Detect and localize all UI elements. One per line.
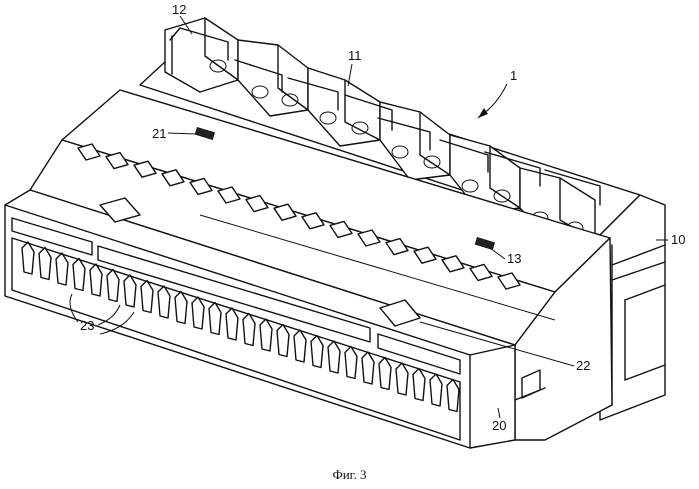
label-20: 20	[492, 418, 506, 433]
figure-caption: Фиг. 3	[0, 467, 699, 483]
label-21: 21	[152, 126, 166, 141]
label-12: 12	[172, 2, 186, 17]
label-23: 23	[80, 318, 94, 333]
label-1: 1	[510, 68, 517, 83]
label-22: 22	[576, 358, 590, 373]
clip	[380, 102, 450, 180]
label-10: 10	[671, 232, 685, 247]
label-13: 13	[507, 251, 521, 266]
label-11: 11	[348, 48, 362, 63]
